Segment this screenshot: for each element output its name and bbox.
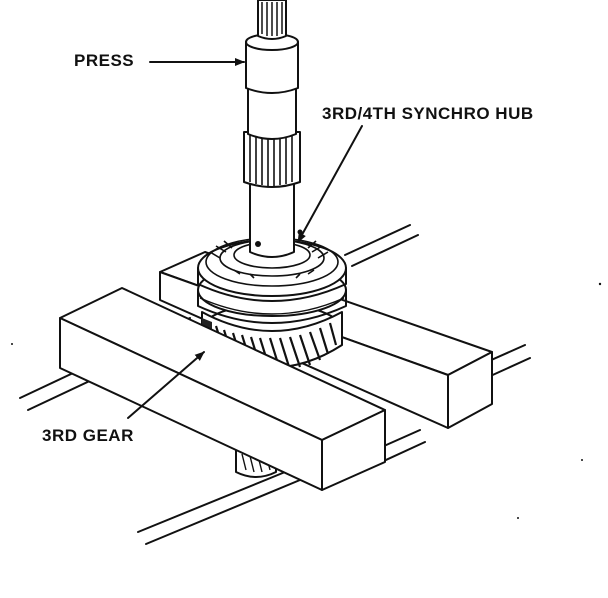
synchro-hub-drawing [197,237,347,324]
front-support-block [59,287,386,491]
lower-pinion [235,449,277,478]
press-shaft-drawing [243,0,303,258]
third-gear-leader-arrow [127,351,205,419]
synchro-hub-label: 3RD/4TH SYNCHRO HUB [322,104,534,123]
third-gear-label: 3RD GEAR [42,426,134,445]
synchro-hub-leader-arrow [297,125,363,243]
press-label: PRESS [74,51,135,70]
